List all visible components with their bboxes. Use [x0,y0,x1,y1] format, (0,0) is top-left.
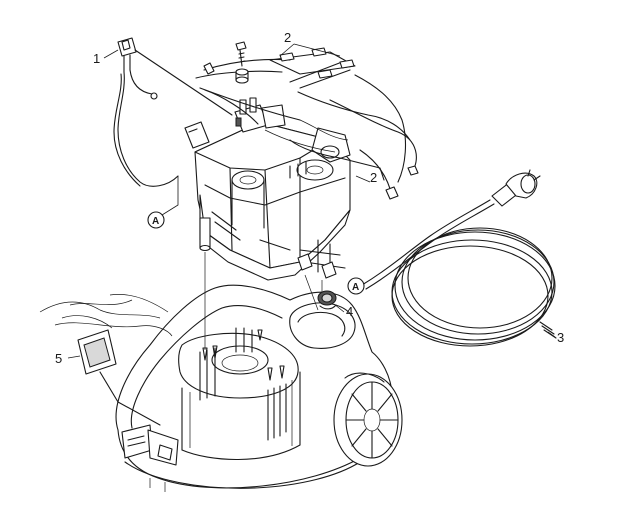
callout-1: 1 [93,51,100,66]
screw-and-spacer [235,41,249,84]
boiler-unit [184,97,351,281]
connector-a1-label: A [152,216,159,227]
callout-3: 3 [557,330,564,345]
connector-a2-label: A [352,282,359,293]
callout-5: 5 [55,351,62,366]
callout-4: 4 [346,304,353,319]
connector-marker-a1: A [147,176,179,229]
rear-wheel [333,372,403,467]
switch-part-1 [113,37,233,187]
connector-marker-a2: A [347,277,365,295]
callout-2-right: 2 [370,170,377,185]
callout-leaders [67,43,556,359]
callout-2-top: 2 [284,30,291,45]
grommet-part-4 [317,290,337,310]
base-housing [115,284,394,492]
callout-labels: 1 2 2 3 4 5 [55,30,564,366]
power-cord-part-3 [361,169,557,347]
switch-module-part-5 [39,294,173,426]
cable-harness-part-2 [195,47,419,200]
